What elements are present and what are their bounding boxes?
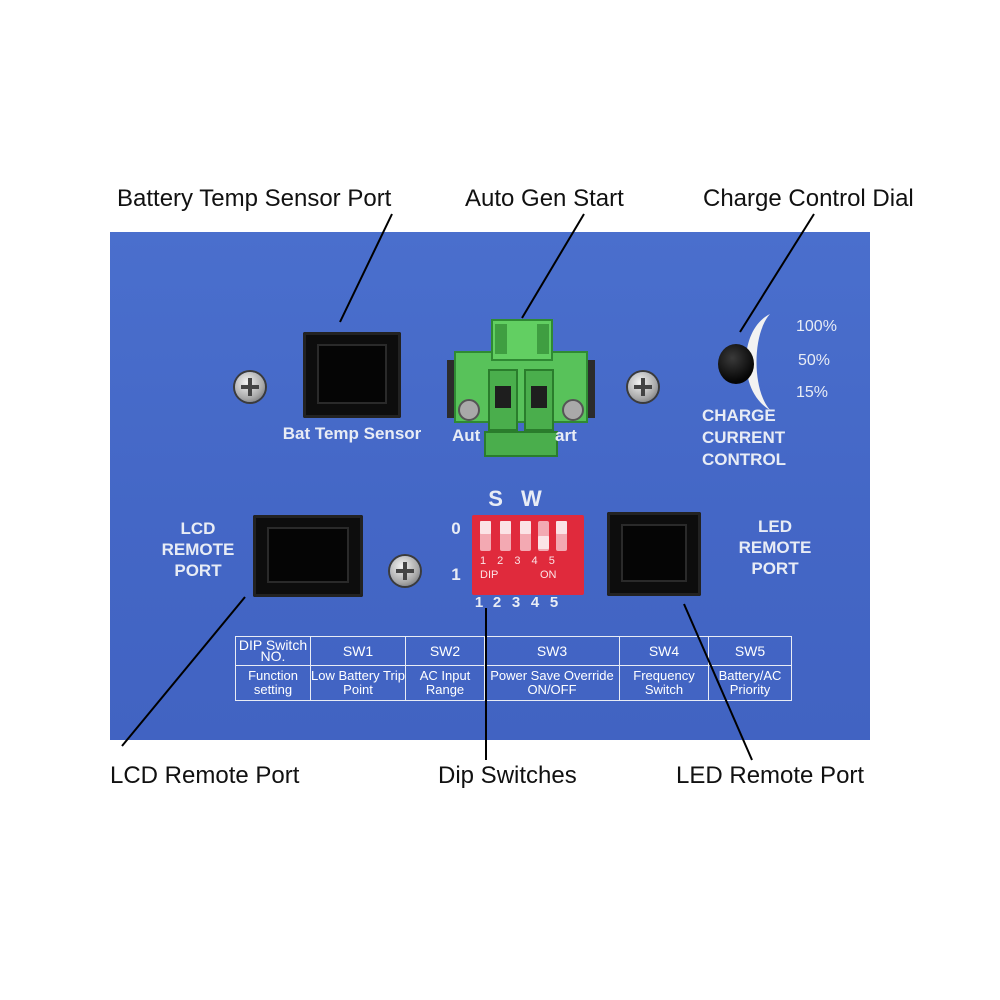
dip-inner-numbers: 1 2 3 4 5 <box>480 555 559 567</box>
callout-lcd-remote-port: LCD Remote Port <box>110 762 300 789</box>
charge-current-control-label: CHARGE CURRENT CONTROL <box>702 405 812 471</box>
table-cell: Low Battery Trip Point <box>310 665 406 701</box>
callout-led-remote-port: LED Remote Port <box>676 762 865 789</box>
led-remote-port[interactable] <box>607 512 701 596</box>
lcd-label-line: LCD <box>180 519 216 538</box>
dip-switch-3[interactable] <box>520 521 531 551</box>
dip-switch-4[interactable] <box>538 521 549 551</box>
dip-number-3: 3 <box>511 594 521 611</box>
charge-label-line: CHARGE <box>702 406 776 425</box>
screw-icon <box>628 372 658 402</box>
sw-one-label: 1 <box>451 565 461 584</box>
dip-switch-2[interactable] <box>500 521 511 551</box>
dip-inner-on-label: ON <box>540 569 557 581</box>
table-cell: SW3 <box>484 636 620 666</box>
table-cell: SW2 <box>405 636 485 666</box>
auto-gen-label-left: Aut <box>452 426 481 445</box>
dip-number-5: 5 <box>549 594 559 611</box>
table-cell: SW5 <box>708 636 792 666</box>
dip-switch-block[interactable]: 1 2 3 4 5 DIP ON <box>472 515 584 595</box>
screw-icon <box>390 556 420 586</box>
bat-temp-sensor-label: Bat Temp Sensor <box>282 424 422 443</box>
dip-switch-5[interactable] <box>556 521 567 551</box>
dip-number-4: 4 <box>530 594 540 611</box>
table-header-row: DIP Switch NO. SW1 SW2 SW3 SW4 SW5 <box>235 636 792 666</box>
table-cell: SW4 <box>619 636 709 666</box>
charge-label-line: CONTROL <box>702 450 787 469</box>
led-label-line: PORT <box>751 559 799 578</box>
charge-level-arc-icon <box>746 314 770 410</box>
table-function-row: Function setting Low Battery Trip Point … <box>235 665 792 701</box>
jack-opening <box>317 344 387 404</box>
sw-title: S W <box>488 486 548 511</box>
charge-label-line: CURRENT <box>702 428 786 447</box>
lcd-label-line: REMOTE <box>161 540 235 559</box>
led-label-line: LED <box>758 517 792 536</box>
charge-control-dial[interactable] <box>718 344 754 384</box>
dial-level-15: 15% <box>796 384 829 401</box>
inverter-panel: Bat Temp Sensor Aut art 100% 50% 15% CHA… <box>110 232 870 740</box>
dip-switch-table: DIP Switch NO. SW1 SW2 SW3 SW4 SW5 Funct… <box>235 636 792 701</box>
dip-number-2: 2 <box>492 594 502 611</box>
dip-inner-dip-label: DIP <box>480 569 499 581</box>
jack-opening <box>267 527 349 583</box>
battery-temp-sensor-port[interactable] <box>303 332 401 418</box>
callout-battery-temp-sensor-port: Battery Temp Sensor Port <box>117 185 392 212</box>
callout-charge-control-dial: Charge Control Dial <box>703 185 914 212</box>
screw-icon <box>235 372 265 402</box>
led-label-line: REMOTE <box>738 538 812 557</box>
lcd-remote-port[interactable] <box>253 515 363 597</box>
lcd-label-line: PORT <box>174 561 222 580</box>
dial-level-50: 50% <box>798 352 831 369</box>
led-remote-port-label: LED REMOTE PORT <box>730 516 820 579</box>
lcd-remote-port-label: LCD REMOTE PORT <box>148 518 248 581</box>
auto-gen-label-right: art <box>555 426 577 445</box>
table-cell: AC Input Range <box>405 665 485 701</box>
table-cell: Battery/AC Priority <box>708 665 792 701</box>
dip-switch-1[interactable] <box>480 521 491 551</box>
dip-number-1: 1 <box>474 594 484 611</box>
callout-dip-switches: Dip Switches <box>438 762 577 789</box>
table-cell: Function setting <box>235 665 311 701</box>
dial-level-100: 100% <box>796 318 837 335</box>
table-cell: SW1 <box>310 636 406 666</box>
table-cell: DIP Switch NO. <box>235 636 311 666</box>
callout-auto-gen-start: Auto Gen Start <box>465 185 624 212</box>
table-cell: Power Save Override ON/OFF <box>484 665 620 701</box>
auto-gen-start-terminal[interactable] <box>447 312 595 462</box>
table-cell: Frequency Switch <box>619 665 709 701</box>
jack-opening <box>621 524 687 582</box>
sw-zero-label: 0 <box>451 519 461 538</box>
